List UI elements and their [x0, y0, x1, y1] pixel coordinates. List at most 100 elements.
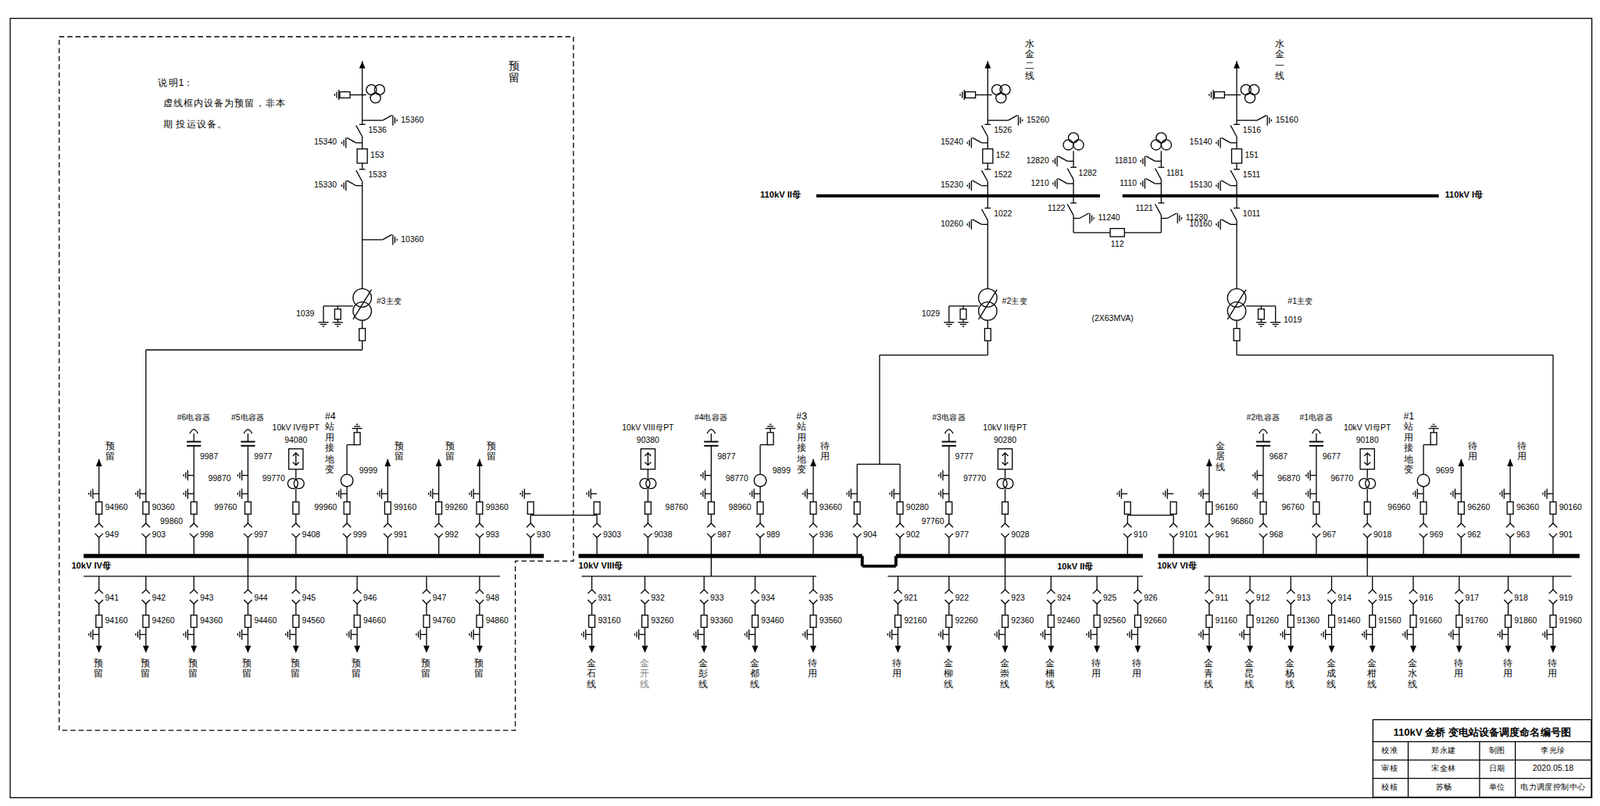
callout-number: 96160 — [1215, 503, 1239, 513]
wire-line — [350, 94, 363, 96]
wire-line — [322, 306, 324, 323]
wire-line — [295, 453, 297, 466]
wire-line — [1042, 631, 1043, 638]
wire-line — [1198, 492, 1200, 496]
switch-symbol — [1506, 523, 1515, 528]
callout-number: 967 — [1322, 531, 1336, 540]
wire-line — [961, 92, 963, 99]
wire-line — [356, 576, 358, 647]
wire-line — [1406, 629, 1408, 640]
wire-line — [146, 349, 363, 350]
switch-symbol — [981, 125, 988, 137]
callout-number: 1110 — [1119, 178, 1137, 188]
callout-number: 93660 — [819, 503, 843, 513]
breaker-symbol — [435, 502, 443, 515]
arrow-head — [589, 646, 596, 654]
wire-line — [340, 489, 342, 500]
wire-line — [1546, 493, 1554, 495]
breaker-symbol — [1206, 615, 1213, 629]
wire-line — [1455, 493, 1462, 495]
callout-number: 948 — [485, 594, 500, 604]
callout-number: 931 — [597, 594, 611, 604]
switch-symbol — [1221, 137, 1231, 143]
callout-number: 11240 — [1097, 214, 1120, 223]
wire-line — [1430, 425, 1437, 427]
wire-line — [135, 633, 136, 636]
callout-number: 91560 — [1378, 617, 1402, 626]
wire-line — [1417, 489, 1418, 500]
wire-line — [1243, 629, 1245, 640]
wire-line — [647, 469, 649, 479]
callout-number: 90280 — [906, 503, 929, 513]
wire-line — [638, 629, 640, 640]
switch-symbol — [707, 533, 715, 538]
switch-symbol — [1246, 600, 1254, 604]
wire-line — [285, 633, 286, 636]
callout-number: 97770 — [963, 475, 986, 484]
callout-number: 15240 — [940, 138, 964, 147]
wire-line — [943, 321, 954, 323]
wire-line — [1407, 634, 1414, 636]
wire-line — [1177, 213, 1179, 224]
wire-line — [848, 490, 850, 497]
switch-symbol — [853, 523, 861, 528]
wire-line — [1367, 489, 1368, 557]
breaker-symbol — [1287, 615, 1294, 629]
wire-line — [948, 306, 950, 323]
wire-line — [879, 354, 988, 356]
wire-line — [83, 575, 500, 577]
callout-number: 930 — [536, 531, 550, 540]
wire-line — [472, 489, 474, 500]
arrow-head — [190, 646, 197, 654]
wire-line — [816, 194, 1100, 198]
resistor-symbol — [353, 432, 361, 446]
switch-symbol — [809, 589, 818, 594]
switch-symbol — [1549, 533, 1558, 538]
callout-number: 1121 — [1135, 204, 1153, 214]
callout-number: 10260 — [940, 220, 964, 229]
wire-line — [1117, 492, 1118, 496]
wire-line — [1322, 631, 1324, 638]
wire-line — [959, 93, 961, 97]
capacitor-symbol — [944, 429, 953, 434]
wire-line — [1021, 119, 1023, 122]
callout-number: 904 — [863, 531, 877, 540]
wire-line — [1122, 194, 1440, 198]
switch-symbol — [896, 533, 904, 538]
callout-number: 1039 — [296, 310, 315, 319]
wire-line — [524, 489, 525, 500]
wire-line — [1256, 321, 1267, 323]
wire-line — [193, 446, 195, 557]
callout-number: 96760 — [1281, 503, 1304, 513]
callout-number: 15330 — [314, 181, 337, 190]
wire-line — [878, 355, 880, 465]
callout-number: 915 — [1378, 594, 1393, 604]
wire-line — [769, 424, 772, 425]
resistor-symbol — [767, 432, 774, 446]
switch-symbol — [707, 523, 715, 528]
wire-line — [946, 324, 953, 325]
switch-symbol — [1455, 589, 1464, 594]
bay-name: 金水线 — [1407, 657, 1419, 690]
callout-number: 11810 — [1114, 157, 1137, 166]
switch-symbol — [1169, 533, 1178, 538]
breaker-symbol — [1550, 502, 1557, 515]
breaker-symbol — [1231, 149, 1242, 164]
switch-symbol — [809, 523, 818, 528]
winding-symbol — [1160, 139, 1172, 150]
callout-number: 997 — [253, 531, 268, 540]
callout-number: 912 — [1256, 594, 1270, 604]
callout-number: 993 — [485, 531, 500, 540]
callout-number: 15160 — [1275, 115, 1299, 125]
wire-line — [1309, 445, 1324, 447]
table-rule — [1514, 742, 1516, 799]
arrow-head — [1047, 646, 1054, 654]
switch-symbol — [94, 589, 103, 594]
wire-line — [1361, 633, 1363, 636]
switch-symbol — [756, 523, 765, 528]
wire-line — [1093, 217, 1095, 220]
callout-number: 9877 — [717, 452, 736, 461]
switch-symbol — [346, 180, 357, 186]
wire-line — [1140, 182, 1142, 186]
callout-number: 91460 — [1337, 617, 1361, 626]
